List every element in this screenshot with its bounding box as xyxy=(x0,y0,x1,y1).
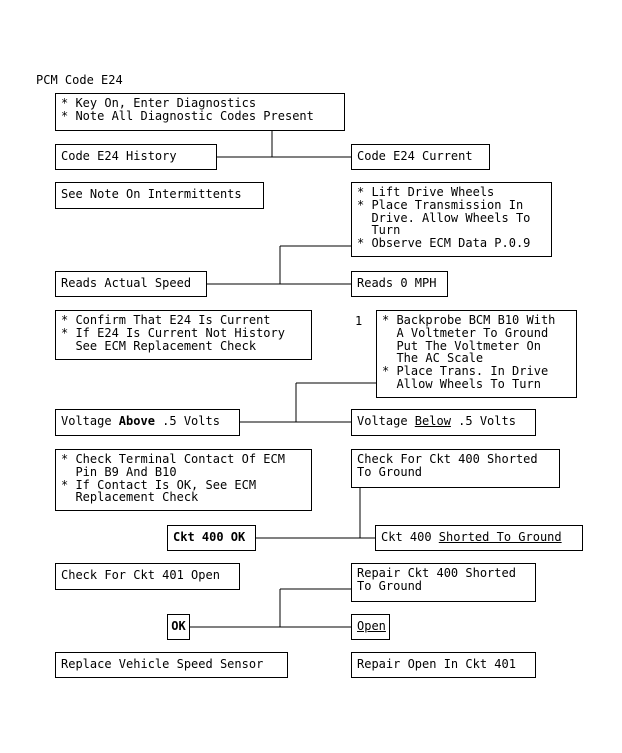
voltage-below-box: Voltage Below .5 Volts xyxy=(351,409,536,436)
repair-open-ckt401-box: Repair Open In Ckt 401 xyxy=(351,652,536,678)
lift-drive-wheels-box: * Lift Drive Wheels * Place Transmission… xyxy=(351,182,552,257)
start-instructions-box: * Key On, Enter Diagnostics * Note All D… xyxy=(55,93,345,131)
check-ckt400-shorted-box: Check For Ckt 400 Shorted To Ground xyxy=(351,449,560,488)
reads-actual-speed-box: Reads Actual Speed xyxy=(55,271,207,297)
confirm-current-box: * Confirm That E24 Is Current * If E24 I… xyxy=(55,310,312,360)
step-number: 1 xyxy=(355,314,363,328)
backprobe-bcm-box: * Backprobe BCM B10 With A Voltmeter To … xyxy=(376,310,577,398)
ckt400-ok-box: Ckt 400 OK xyxy=(167,525,256,551)
code-e24-history-box: Code E24 History xyxy=(55,144,217,170)
repair-ckt400-box: Repair Ckt 400 Shorted To Ground xyxy=(351,563,536,602)
replace-vss-box: Replace Vehicle Speed Sensor xyxy=(55,652,288,678)
open-box: Open xyxy=(351,614,390,640)
check-ckt401-open-box: Check For Ckt 401 Open xyxy=(55,563,240,590)
check-terminal-contact-box: * Check Terminal Contact Of ECM Pin B9 A… xyxy=(55,449,312,511)
code-e24-current-box: Code E24 Current xyxy=(351,144,490,170)
reads-zero-mph-box: Reads 0 MPH xyxy=(351,271,448,297)
ok-box: OK xyxy=(167,614,190,640)
page-title: PCM Code E24 xyxy=(36,73,123,87)
voltage-above-box: Voltage Above .5 Volts xyxy=(55,409,240,436)
intermittents-note-box: See Note On Intermittents xyxy=(55,182,264,209)
ckt400-shorted-box: Ckt 400 Shorted To Ground xyxy=(375,525,583,551)
